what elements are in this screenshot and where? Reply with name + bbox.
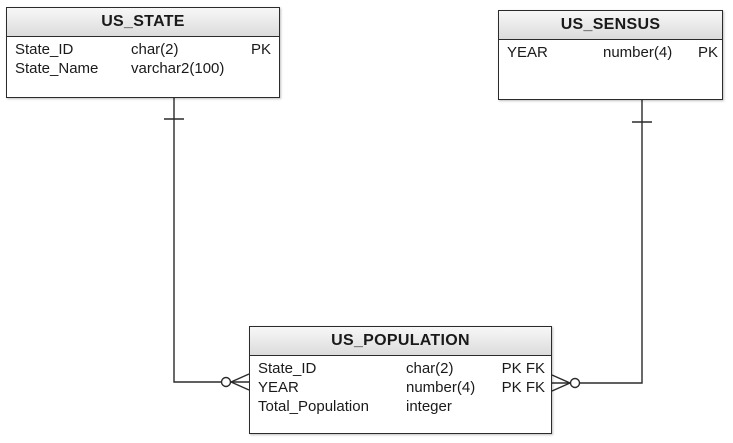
column-row: Total_Population integer [256, 397, 545, 416]
entity-title: US_STATE [7, 8, 279, 37]
connector-state-population [173, 98, 221, 383]
crowfoot-upper [230, 373, 250, 383]
column-type: varchar2(100) [131, 60, 225, 77]
zero-circle-marker [220, 376, 232, 388]
column-key: PK [697, 44, 718, 61]
column-type: number(4) [603, 44, 673, 61]
entity-us-population[interactable]: US_POPULATION State_ID char(2) PK FK YEA… [249, 326, 552, 434]
zero-circle-marker [569, 377, 581, 389]
crowfoot-lower [551, 382, 571, 392]
column-row: YEAR number(4) PK FK [256, 378, 545, 397]
column-key: PK FK [501, 379, 545, 396]
entity-us-state[interactable]: US_STATE State_ID char(2) PK State_Name … [6, 7, 280, 98]
entity-title: US_SENSUS [499, 11, 722, 40]
column-key: PK FK [501, 360, 545, 377]
column-row: State_ID char(2) PK FK [256, 359, 545, 378]
column-name: State_ID [15, 41, 74, 58]
column-type: char(2) [131, 41, 179, 58]
column-name: State_Name [15, 60, 99, 77]
column-name: YEAR [258, 379, 299, 396]
column-name: YEAR [507, 44, 548, 61]
column-name: Total_Population [258, 398, 369, 415]
column-key: PK [250, 41, 271, 58]
entity-title: US_POPULATION [250, 327, 551, 356]
crowfoot-upper [551, 374, 571, 384]
column-row: State_ID char(2) PK [13, 40, 273, 59]
entity-columns: State_ID char(2) PK State_Name varchar2(… [7, 37, 279, 81]
column-row: State_Name varchar2(100) [13, 59, 273, 78]
crowfoot-lower [230, 381, 250, 391]
entity-us-sensus[interactable]: US_SENSUS YEAR number(4) PK [498, 10, 723, 100]
column-type: number(4) [406, 379, 476, 396]
column-type: char(2) [406, 360, 454, 377]
connector-sensus-population [580, 100, 643, 384]
column-type: integer [406, 398, 452, 415]
entity-columns: State_ID char(2) PK FK YEAR number(4) PK… [250, 356, 551, 419]
relationship-sensus-population [551, 100, 652, 392]
column-name: State_ID [258, 360, 317, 377]
column-row: YEAR number(4) PK [505, 43, 718, 62]
relationship-state-population [164, 98, 250, 391]
entity-columns: YEAR number(4) PK [499, 40, 722, 65]
